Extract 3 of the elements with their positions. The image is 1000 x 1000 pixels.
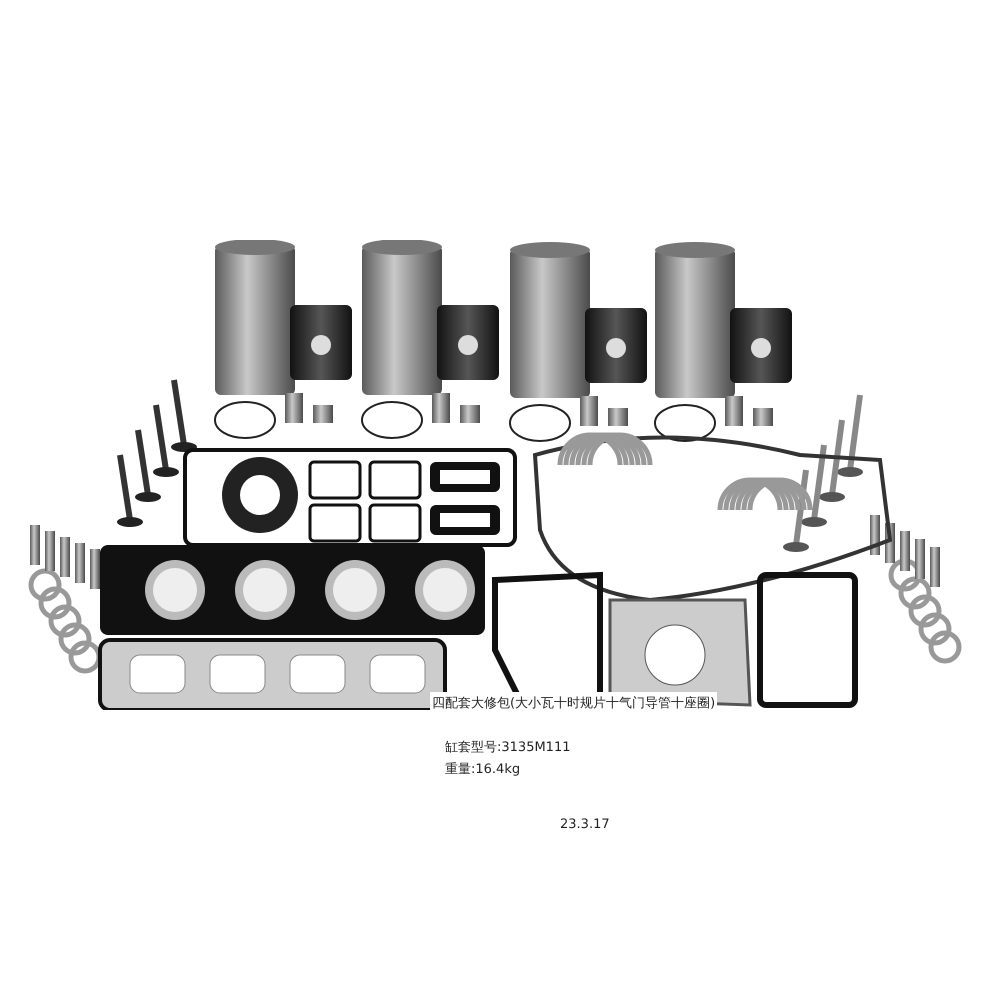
handwritten-note: 23.3.17 xyxy=(560,817,610,832)
handwritten-note: 缸套型号:3135M111 xyxy=(445,739,570,756)
handwritten-note: 重量:16.4kg xyxy=(445,761,520,778)
